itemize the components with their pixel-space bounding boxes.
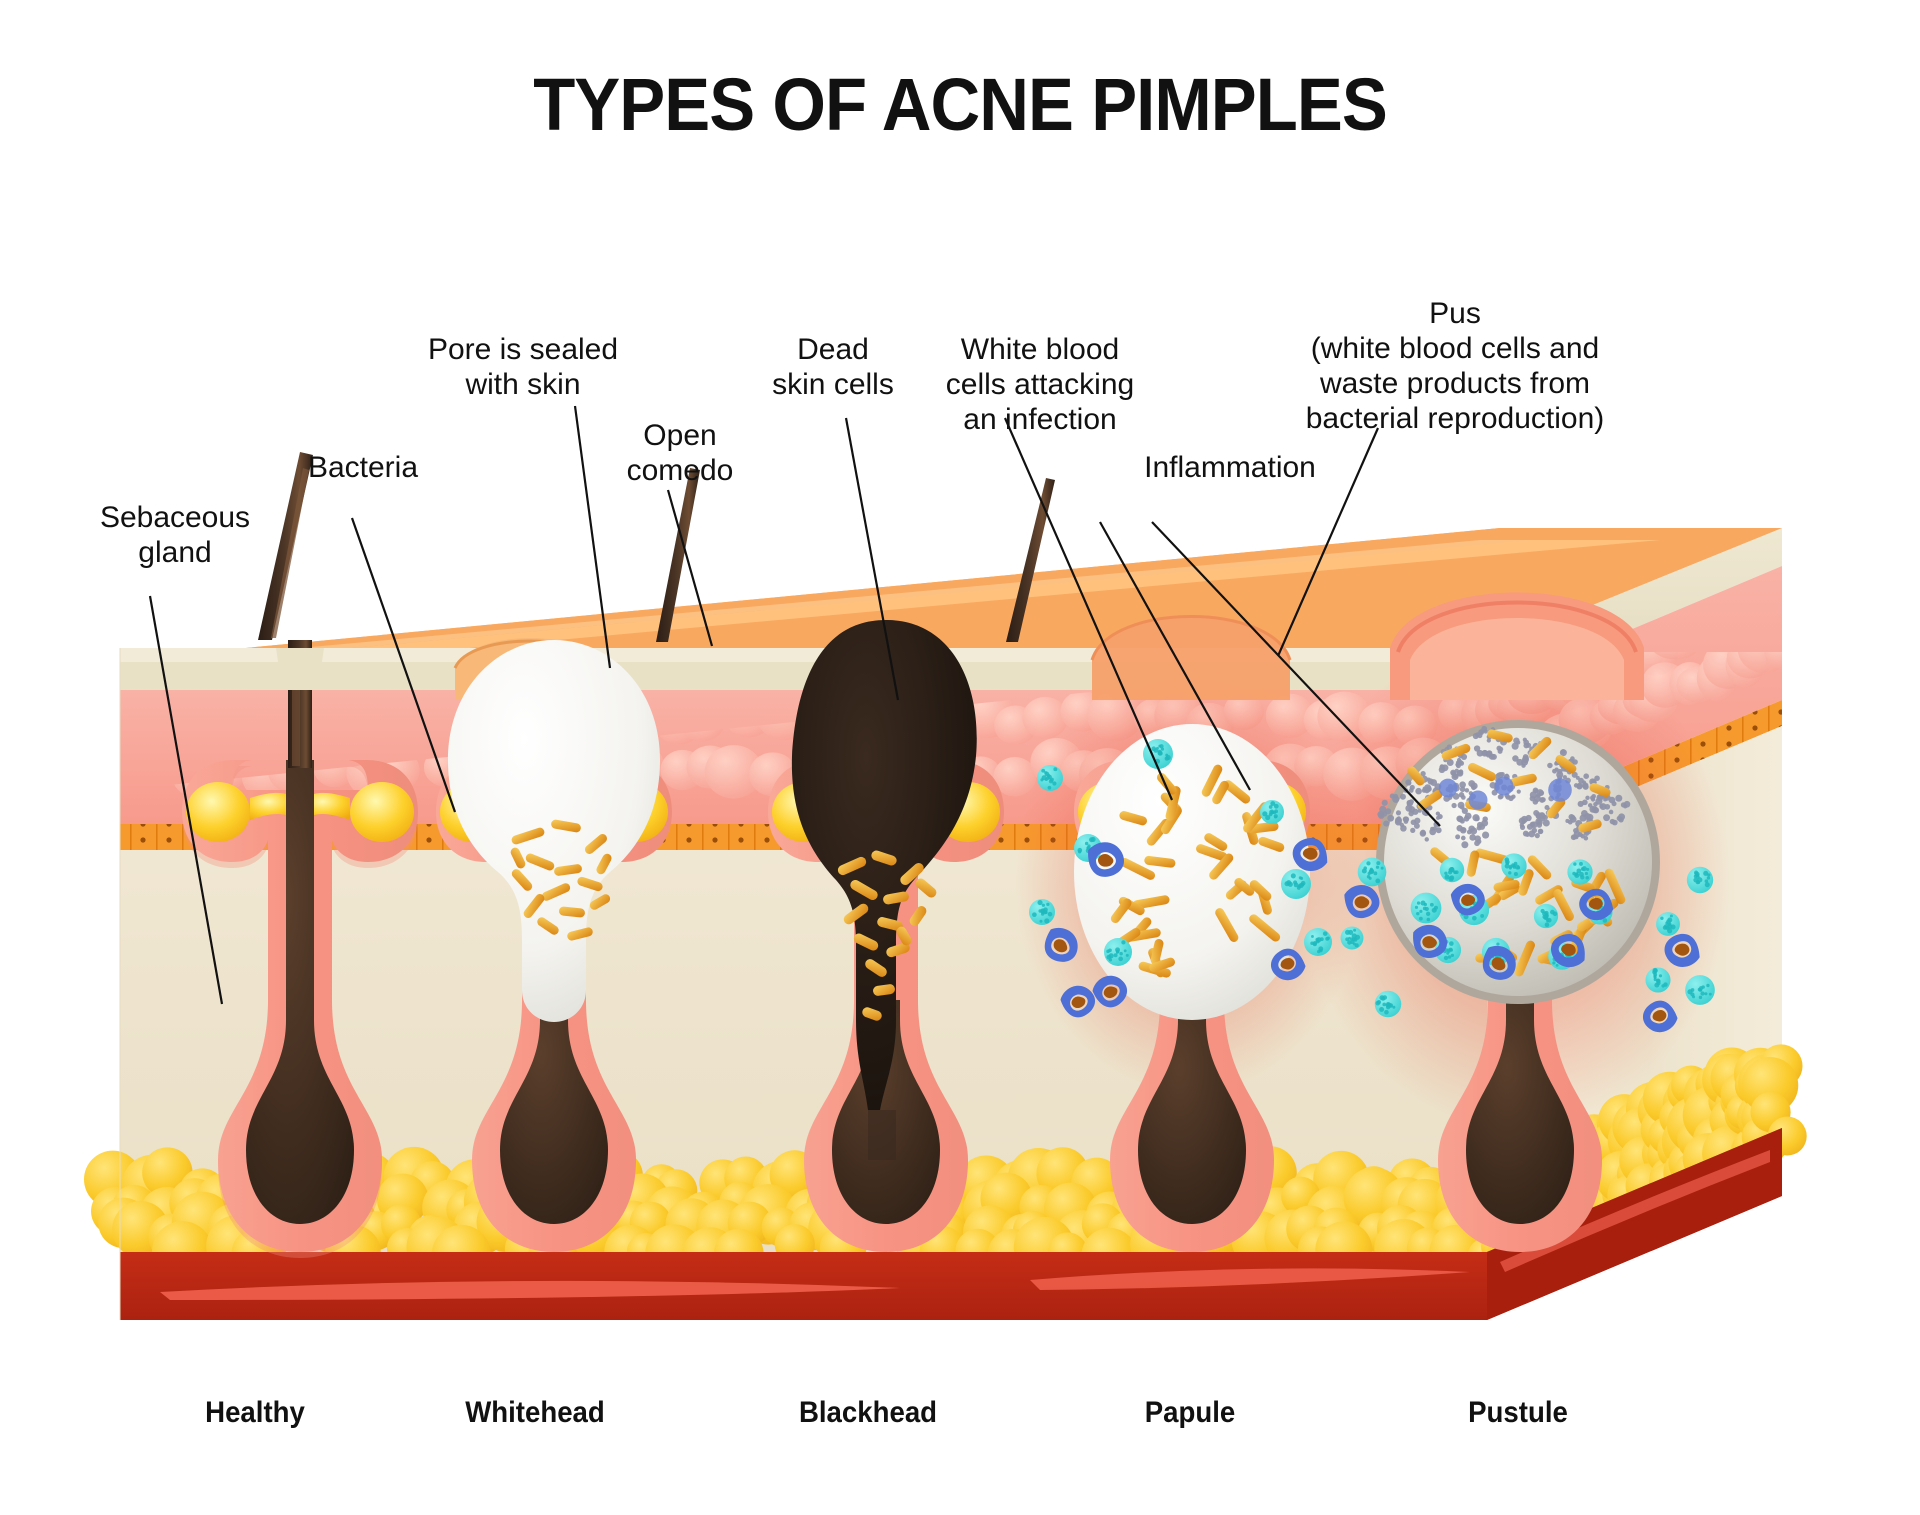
- leader-lines: [148, 405, 1441, 1005]
- muscle-layer: [120, 1128, 1782, 1320]
- closed-comedo-plug: [448, 640, 660, 1022]
- papule-mass: [1074, 724, 1310, 1020]
- immune-cells-outside-pustule: [1092, 857, 1715, 1033]
- unit-papule: [1029, 615, 1332, 1252]
- page-title: TYPES OF ACNE PIMPLES: [533, 63, 1388, 146]
- leader-dead-skin-cells: [844, 417, 900, 701]
- hair-shaft: [656, 468, 700, 642]
- leader-bacteria: [350, 517, 457, 813]
- hair-bulb: [500, 980, 608, 1224]
- leader-inflammation-b: [1151, 521, 1441, 827]
- leader-white-blood-cells: [1003, 417, 1174, 801]
- unit-whitehead: [436, 638, 672, 1252]
- bacteria-group-blackhead: [837, 850, 937, 1021]
- callout-label-sebaceous_gland: Sebaceous gland: [99, 501, 251, 570]
- immune-cells-papule: [1029, 739, 1332, 1018]
- bacteria-group-whitehead: [510, 819, 612, 941]
- category-label-whitehead: Whitehead: [465, 1396, 605, 1429]
- leader-pore-sealed: [573, 405, 612, 669]
- callout-label-open_comedo: Open comedo: [626, 419, 734, 488]
- pus-cluster: [1377, 725, 1631, 849]
- bacteria-group-papule: [1110, 764, 1285, 978]
- hair-bulb: [1138, 1000, 1246, 1224]
- callout-label-dead_skin_cells: Dead skin cells: [772, 333, 894, 402]
- unit-blackhead: [656, 468, 1055, 1252]
- callout-label-inflammation: Inflammation: [1144, 451, 1316, 484]
- category-label-papule: Papule: [1144, 1396, 1236, 1429]
- callout-label-pus: Pus (white blood cells and waste product…: [1305, 297, 1605, 436]
- unit-healthy: [182, 452, 418, 1258]
- callout-label-bacteria: Bacteria: [307, 451, 419, 484]
- hair-bulb: [246, 760, 354, 1224]
- leader-inflammation-a: [1099, 521, 1251, 791]
- category-label-blackhead: Blackhead: [798, 1396, 938, 1429]
- leader-pus: [1276, 427, 1380, 657]
- leader-sebaceous-gland: [148, 595, 224, 1005]
- sebaceous-gland-left: [186, 782, 250, 842]
- callout-label-pore_sealed: Pore is sealed with skin: [427, 333, 619, 402]
- open-comedo-plug: [791, 620, 977, 1110]
- callout-label-white_blood_cells: White blood cells attacking an infection: [945, 333, 1135, 437]
- leader-open-comedo: [666, 489, 714, 647]
- sebaceous-gland-right: [350, 782, 414, 842]
- immune-cells-pustule: [1410, 853, 1614, 980]
- hair-bulb: [1466, 1000, 1574, 1224]
- category-label-pustule: Pustule: [1468, 1396, 1568, 1429]
- unit-pustule: [1092, 592, 1715, 1252]
- hair-shaft: [1006, 478, 1055, 642]
- category-label-healthy: Healthy: [205, 1396, 305, 1429]
